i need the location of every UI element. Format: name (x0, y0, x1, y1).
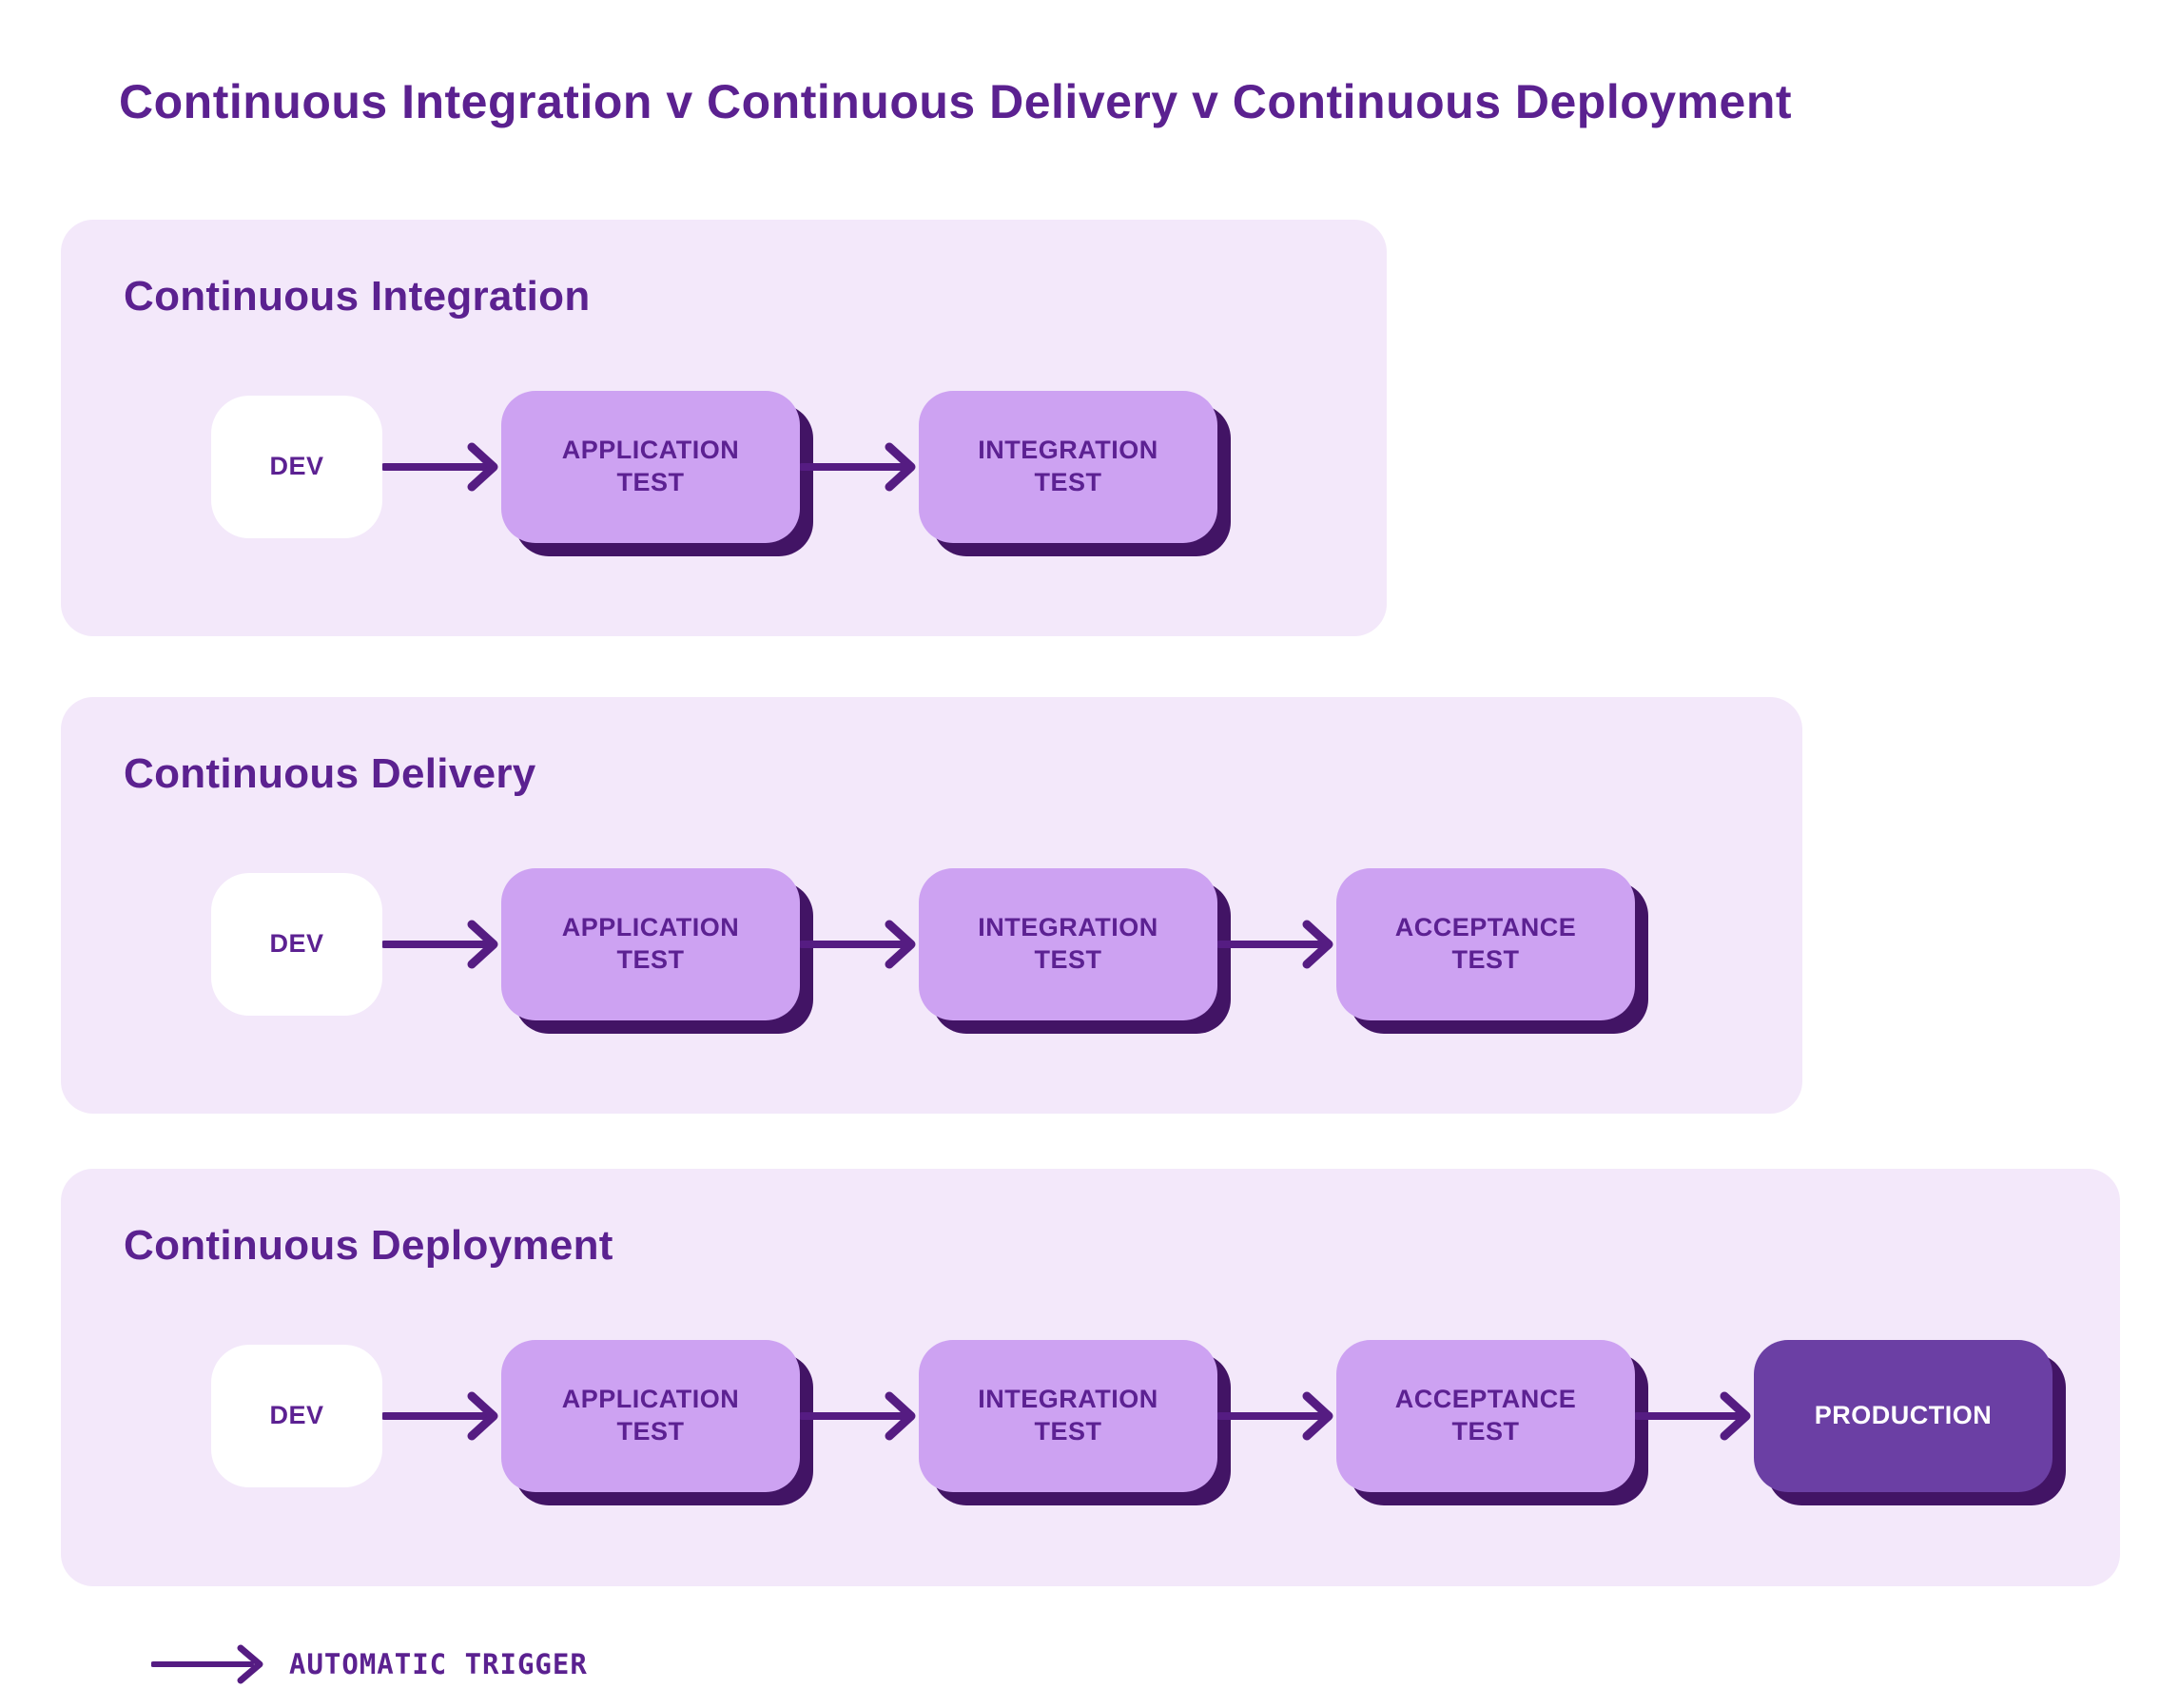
section-continuous-deployment: Continuous Deployment DEV APPLICATION TE… (61, 1169, 2120, 1586)
node-label: DEV (269, 452, 324, 481)
automatic-trigger-arrow-icon (382, 442, 498, 492)
automatic-trigger-arrow-icon (151, 1644, 263, 1684)
node-acceptance-test: ACCEPTANCE TEST (1336, 1340, 1635, 1492)
node-label: DEV (269, 1401, 324, 1430)
node-integration-test: INTEGRATION TEST (919, 868, 1217, 1020)
automatic-trigger-arrow-icon (1217, 1391, 1333, 1441)
section-continuous-delivery: Continuous Delivery DEV APPLICATION TEST… (61, 697, 1802, 1114)
node-application-test: APPLICATION TEST (501, 391, 800, 543)
node-label: INTEGRATION TEST (978, 913, 1158, 974)
section-heading: Continuous Delivery (124, 750, 536, 797)
node-label: INTEGRATION TEST (978, 1385, 1158, 1446)
node-application-test: APPLICATION TEST (501, 1340, 800, 1492)
section-continuous-integration: Continuous Integration DEV APPLICATION T… (61, 220, 1387, 636)
automatic-trigger-arrow-icon (382, 1391, 498, 1441)
section-heading: Continuous Deployment (124, 1222, 613, 1269)
legend-label: AUTOMATIC TRIGGER (289, 1648, 588, 1680)
node-acceptance-test: ACCEPTANCE TEST (1336, 868, 1635, 1020)
node-label: PRODUCTION (1814, 1401, 1993, 1430)
node-label: APPLICATION TEST (561, 436, 740, 496)
automatic-trigger-arrow-icon (800, 1391, 916, 1441)
section-heading: Continuous Integration (124, 273, 591, 320)
node-label: APPLICATION TEST (561, 1385, 740, 1446)
automatic-trigger-arrow-icon (1635, 1391, 1751, 1441)
page-title: Continuous Integration v Continuous Deli… (119, 75, 1793, 128)
node-dev: DEV (211, 873, 382, 1016)
automatic-trigger-arrow-icon (1217, 920, 1333, 969)
pipeline-flow: DEV APPLICATION TEST INTEGRATION TEST (211, 1340, 2053, 1492)
node-label: ACCEPTANCE TEST (1394, 913, 1577, 974)
pipeline-flow: DEV APPLICATION TEST INTEGRATION TEST (211, 391, 1217, 543)
automatic-trigger-arrow-icon (800, 442, 916, 492)
node-dev: DEV (211, 1345, 382, 1487)
legend: AUTOMATIC TRIGGER (151, 1638, 588, 1691)
node-production: PRODUCTION (1754, 1340, 2053, 1492)
node-label: DEV (269, 929, 324, 959)
pipeline-flow: DEV APPLICATION TEST INTEGRATION TEST (211, 868, 1635, 1020)
node-label: APPLICATION TEST (561, 913, 740, 974)
node-dev: DEV (211, 396, 382, 538)
automatic-trigger-arrow-icon (382, 920, 498, 969)
automatic-trigger-arrow-icon (800, 920, 916, 969)
node-application-test: APPLICATION TEST (501, 868, 800, 1020)
node-integration-test: INTEGRATION TEST (919, 391, 1217, 543)
node-label: INTEGRATION TEST (978, 436, 1158, 496)
node-integration-test: INTEGRATION TEST (919, 1340, 1217, 1492)
node-label: ACCEPTANCE TEST (1394, 1385, 1577, 1446)
